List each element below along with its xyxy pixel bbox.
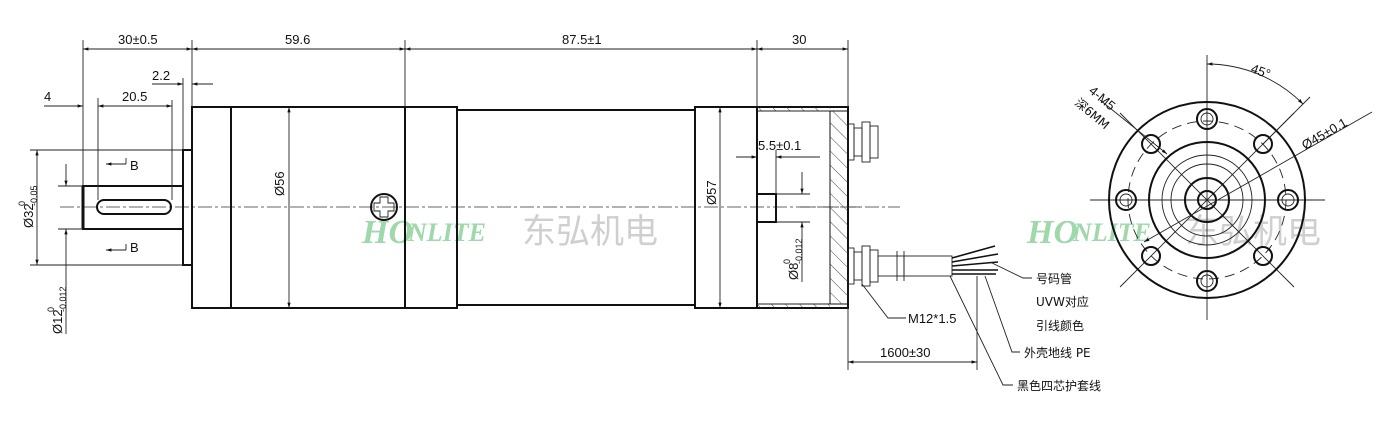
callout-uvw-2: 引线颜色 — [1036, 318, 1084, 333]
dim-shaft-diameter: Ø12 — [50, 309, 65, 334]
mount-hole — [1141, 134, 1161, 154]
dim-angle: 45° — [1249, 61, 1273, 82]
section-mark-b-bottom: B — [130, 240, 139, 255]
dim-pilot-tol-upper: 0 — [17, 201, 27, 206]
watermark-ho-right: HO — [1026, 214, 1078, 251]
dim-gland-thread: M12*1.5 — [908, 311, 956, 326]
dim-shaft-tol-upper: 0 — [46, 307, 56, 312]
dim-shaft-tol-lower: -0.012 — [58, 286, 68, 312]
watermark-cn: 东弘机电 — [522, 212, 658, 252]
dimension-lines — [30, 40, 1032, 386]
dim-shaft-tip: 4 — [44, 89, 51, 104]
callout-sleeve: 号码管 — [1036, 271, 1072, 286]
callout-ground: 外壳地线 PE — [1024, 346, 1091, 360]
dim-rear-shaft-tol-upper: 0 — [782, 259, 792, 264]
side-view — [60, 106, 999, 309]
dim-motor-length: 87.5±1 — [562, 32, 602, 47]
mount-hole — [1253, 134, 1273, 154]
cable-gland-bottom — [847, 245, 879, 287]
dim-pilot-tol-lower: -0.05 — [29, 185, 39, 206]
screw-icon — [370, 193, 398, 221]
dim-rear-cover-length: 30 — [792, 32, 806, 47]
section-mark-b-top: B — [130, 158, 139, 173]
gearbox — [191, 106, 406, 309]
cable — [877, 245, 999, 281]
cable-gland-top — [847, 121, 879, 163]
dim-key-length: 20.5 — [122, 89, 147, 104]
motor-body — [456, 109, 696, 306]
watermark-nlite: NLITE — [407, 218, 486, 247]
leader-gland — [861, 283, 906, 319]
keyway — [96, 199, 172, 215]
dim-pcd: Ø45±0.1 — [1299, 115, 1350, 153]
callout-cable: 黑色四芯护套线 — [1017, 379, 1101, 393]
dim-shaft-extension: 30±0.5 — [118, 32, 158, 47]
dim-rear-shaft-diameter: Ø8 — [786, 263, 801, 280]
watermark-right: HO NLITE 东弘机电 — [1026, 212, 1321, 252]
dim-pilot-diameter: Ø32 — [21, 203, 36, 228]
dim-rear-shaft-tol-lower: -0.012 — [794, 238, 804, 264]
dim-flange-step: 2.2 — [152, 68, 170, 83]
dim-encoder-offset: 5.5±0.1 — [758, 138, 801, 153]
mount-hole — [1253, 246, 1273, 266]
dim-motor-diameter: Ø57 — [704, 180, 719, 205]
front-view — [1090, 55, 1373, 320]
screw-icon — [1115, 108, 1299, 292]
dim-gearbox-length: 59.6 — [285, 32, 310, 47]
dim-cable-length: 1600±30 — [880, 345, 931, 360]
dim-gearbox-diameter: Ø56 — [272, 171, 287, 196]
mount-hole — [1141, 246, 1161, 266]
callout-uvw-1: UVW对应 — [1036, 294, 1089, 309]
